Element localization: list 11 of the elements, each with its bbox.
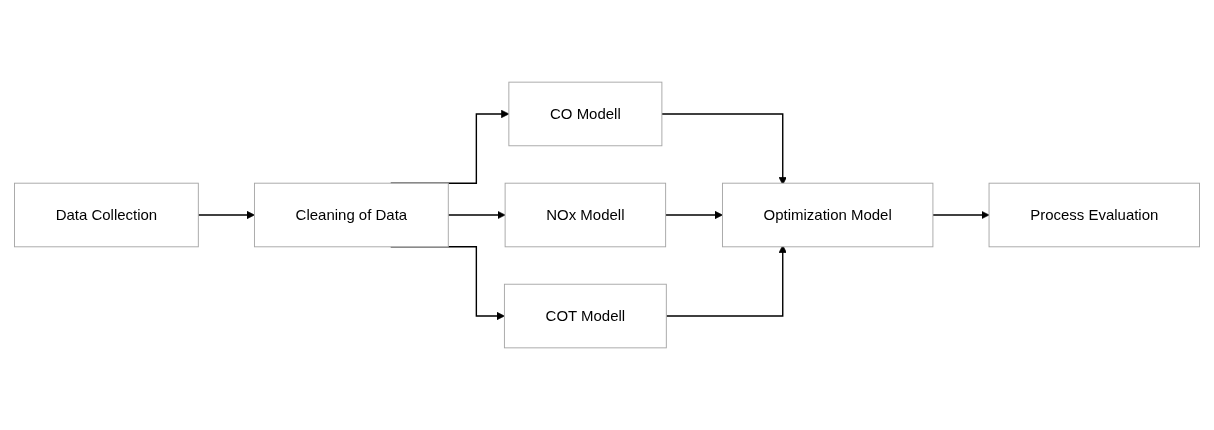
node-box: Process Evaluation <box>988 182 1200 248</box>
arrow <box>197 210 255 220</box>
node-box: NOx Modell <box>504 182 667 248</box>
node-box: CO Modell <box>508 81 663 147</box>
node-box: Data Collection <box>14 182 199 248</box>
node-box: COT Modell <box>503 283 667 349</box>
arrow <box>447 210 506 220</box>
node-box: Optimization Model <box>722 182 934 248</box>
arrow <box>664 210 723 220</box>
node-box: Cleaning of Data <box>254 182 449 248</box>
arrow <box>932 210 990 220</box>
